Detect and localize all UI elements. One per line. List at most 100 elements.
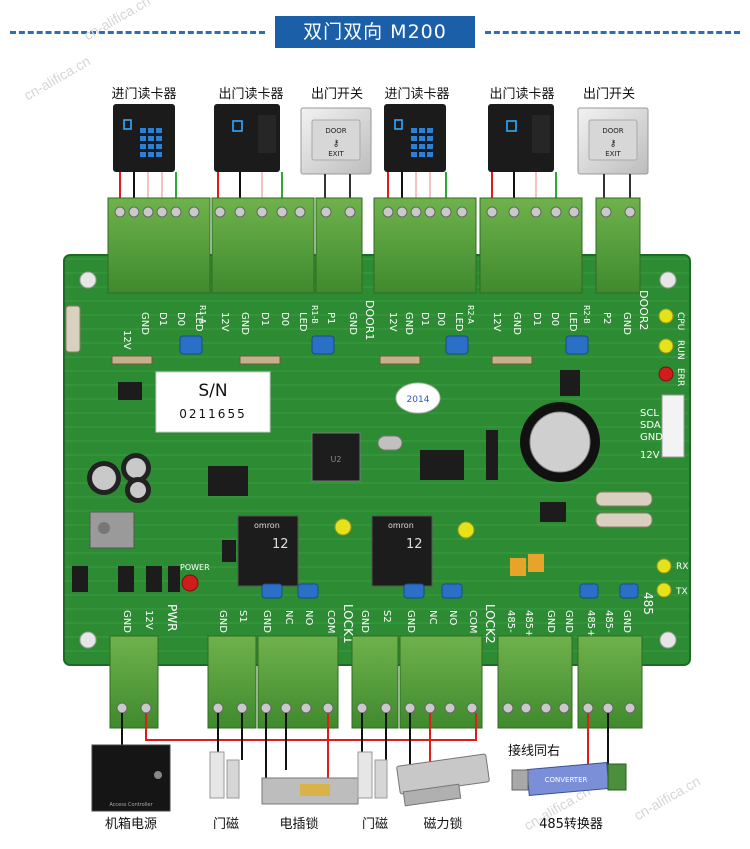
chip bbox=[146, 566, 162, 592]
terminal-label: P1 bbox=[325, 312, 336, 324]
exit-button-text: EXIT bbox=[605, 150, 621, 158]
exit-button-key-glyph: ⚷ bbox=[610, 139, 617, 149]
terminal-label: COM bbox=[467, 610, 478, 633]
terminal-label: GND bbox=[347, 312, 358, 335]
relay: omron 12 bbox=[237, 515, 299, 587]
led-lock2 bbox=[457, 521, 475, 539]
converter-icon: CONVERTER bbox=[511, 762, 627, 796]
led-cpu bbox=[658, 308, 674, 324]
keypad-reader-icon bbox=[384, 104, 446, 172]
jumper bbox=[311, 335, 335, 355]
terminal-label: LED bbox=[297, 312, 308, 332]
power-led-label: POWER bbox=[180, 563, 210, 572]
chip bbox=[540, 502, 566, 522]
jumper bbox=[297, 583, 319, 599]
device-label-in-reader-1: 进门读卡器 bbox=[111, 87, 177, 102]
led-err bbox=[658, 366, 674, 382]
converter-note: 接线同右 bbox=[507, 744, 560, 759]
door-sensor-icon bbox=[357, 751, 388, 799]
lock2-label: LOCK2 bbox=[483, 604, 497, 644]
pwr-label: PWR bbox=[165, 604, 179, 631]
terminal-label: GND bbox=[545, 610, 556, 633]
terminal-label: D1 bbox=[157, 312, 168, 326]
device-label-out-reader-2: 出门读卡器 bbox=[489, 87, 555, 102]
led-lock1 bbox=[334, 518, 352, 536]
device-label-mag-lock: 磁力锁 bbox=[423, 817, 463, 832]
relay: omron 12 bbox=[371, 515, 433, 587]
device-label-converter: 485转换器 bbox=[539, 817, 603, 832]
exit-button-key-glyph: ⚷ bbox=[333, 139, 340, 149]
keypad-reader-icon bbox=[113, 104, 175, 172]
power-box-icon: Access Controller bbox=[91, 744, 171, 812]
exit-button-icon: DOOR ⚷ EXIT bbox=[300, 107, 372, 175]
chip bbox=[118, 382, 142, 400]
terminal-block bbox=[577, 635, 643, 729]
terminal-label: GND bbox=[403, 312, 414, 335]
led-run bbox=[658, 338, 674, 354]
terminal-label: GND bbox=[261, 610, 272, 633]
relay-value: 12 bbox=[272, 537, 289, 552]
voltage-regulator bbox=[89, 511, 135, 549]
led-tx bbox=[656, 582, 672, 598]
terminal-label: LED bbox=[193, 312, 204, 332]
resistor bbox=[239, 355, 281, 365]
mcu-chip: U2 bbox=[311, 432, 361, 482]
terminal-label: 12V bbox=[219, 312, 230, 332]
terminal-block bbox=[207, 635, 257, 729]
bolt-lock-icon bbox=[261, 777, 359, 805]
terminal-block bbox=[315, 197, 363, 294]
chip-label: U2 bbox=[331, 455, 342, 464]
chip bbox=[118, 566, 134, 592]
bus-label: SCL bbox=[640, 408, 659, 419]
bus-label: SDA bbox=[640, 420, 661, 431]
terminal-label: GND bbox=[405, 610, 416, 633]
resistor bbox=[491, 355, 533, 365]
jumper bbox=[261, 583, 283, 599]
led-label: ERR bbox=[675, 368, 685, 386]
bus-label: GND bbox=[640, 432, 663, 443]
terminal-label: GND bbox=[621, 610, 632, 633]
jumper bbox=[179, 335, 203, 355]
card-reader-icon bbox=[214, 104, 280, 172]
sn-value: 0211655 bbox=[179, 407, 246, 421]
device-label-in-reader-2: 进门读卡器 bbox=[384, 87, 450, 102]
device-label-exit-switch-2: 出门开关 bbox=[582, 87, 635, 102]
resistor bbox=[111, 355, 153, 365]
power-resistor bbox=[595, 512, 653, 528]
sn-label: S/N bbox=[198, 381, 227, 401]
terminal-label: D1 bbox=[419, 312, 430, 326]
resistor bbox=[379, 355, 421, 365]
device-label-exit-switch-1: 出门开关 bbox=[310, 87, 363, 102]
device-label-door-sensor-1: 门磁 bbox=[212, 817, 239, 832]
led-power bbox=[181, 574, 199, 592]
door-sensor-icon bbox=[209, 751, 240, 799]
device-label-bolt-lock: 电插锁 bbox=[279, 817, 319, 832]
terminal-label: 485- bbox=[603, 610, 614, 633]
terminal-block bbox=[497, 635, 573, 729]
device-label-out-reader-1: 出门读卡器 bbox=[218, 87, 284, 102]
page-title: 双门双向 M200 bbox=[275, 16, 475, 48]
chip bbox=[168, 566, 180, 592]
card-reader-icon bbox=[488, 104, 554, 172]
terminal-label: GND bbox=[621, 312, 632, 335]
year-sticker: 2014 bbox=[395, 382, 441, 414]
led-label: CPU bbox=[675, 312, 685, 330]
mag-lock-icon bbox=[396, 753, 490, 807]
terminal-block bbox=[351, 635, 399, 729]
terminal-label: GND bbox=[239, 312, 250, 335]
terminal-label: GND bbox=[563, 610, 574, 633]
relay-brand: omron bbox=[254, 521, 280, 530]
relay-value: 12 bbox=[406, 537, 423, 552]
terminal-label: GND bbox=[217, 610, 228, 633]
exit-button-text: DOOR bbox=[325, 127, 346, 135]
terminal-label: 485+ bbox=[523, 610, 534, 637]
terminal-label: GND bbox=[511, 312, 522, 335]
terminal-block bbox=[211, 197, 315, 294]
capacitor bbox=[528, 554, 544, 572]
terminal-label: NC bbox=[283, 610, 294, 624]
terminal-label: D0 bbox=[175, 312, 186, 326]
r-label: R2-A bbox=[466, 305, 475, 324]
jumper bbox=[579, 583, 599, 599]
device-label-power-box: 机箱电源 bbox=[104, 817, 157, 832]
